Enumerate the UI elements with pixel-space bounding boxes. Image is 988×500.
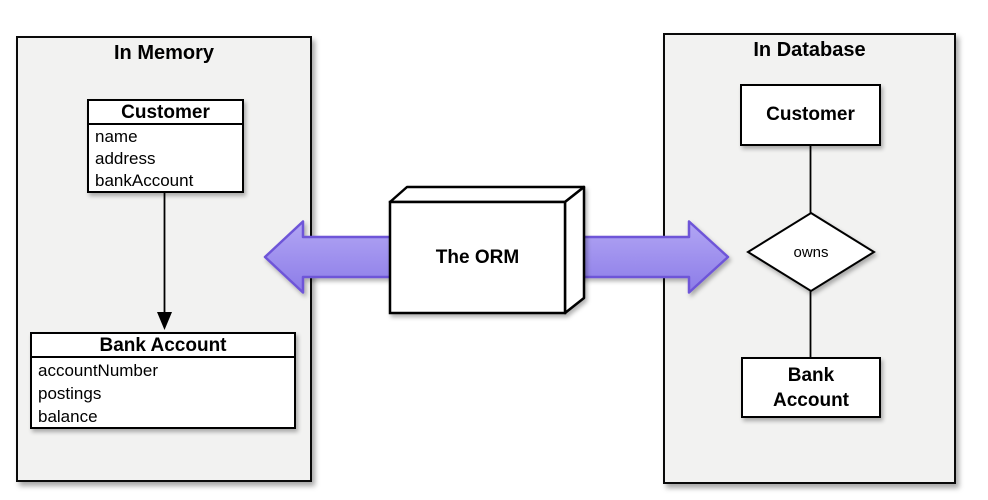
orm-box-right-face <box>563 185 586 315</box>
association-arrowhead-icon <box>157 312 172 330</box>
bank-account-class-fields: accountNumber postings balance <box>32 358 294 428</box>
bank-account-class-title: Bank Account <box>32 334 294 358</box>
bank-account-entity-box: Bank Account <box>741 357 881 418</box>
orm-3d-box <box>388 185 586 315</box>
owns-relationship-diamond <box>746 211 876 293</box>
customer-field-address: address <box>95 149 156 168</box>
in-database-panel-title: In Database <box>753 39 866 61</box>
customer-field-name: name <box>95 127 138 146</box>
orm-box-label: The ORM <box>435 246 520 268</box>
bank-field-accountnumber: accountNumber <box>38 361 159 380</box>
bank-field-balance: balance <box>38 407 98 426</box>
orm-box-front-face <box>388 200 567 315</box>
orm-box-top-face <box>388 185 586 204</box>
owns-relationship-label: owns <box>793 243 829 261</box>
customer-class-title: Customer <box>89 101 242 125</box>
bank-field-postings: postings <box>38 384 102 403</box>
customer-class-fields: name address bankAccount <box>89 125 242 192</box>
bank-account-class-box: Bank Account accountNumber postings bala… <box>30 332 296 429</box>
in-memory-panel-title: In Memory <box>113 42 215 64</box>
customer-entity-box: Customer <box>740 84 881 146</box>
customer-class-box: Customer name address bankAccount <box>87 99 244 193</box>
bank-account-entity-label: Bank Account <box>773 364 849 411</box>
customer-field-bankaccount: bankAccount <box>95 171 194 190</box>
